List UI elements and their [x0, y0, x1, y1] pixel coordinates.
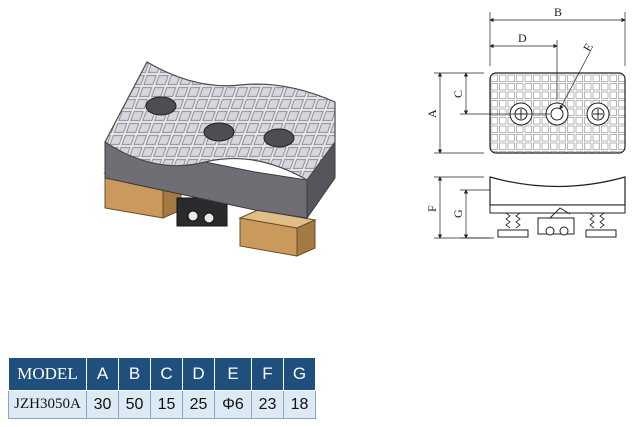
right-clamp	[238, 209, 317, 257]
header-e: E	[214, 357, 252, 391]
cell-e: Φ6	[214, 390, 252, 419]
table-row: JZH3050A 30 50 15 25 Φ6 23 18	[8, 390, 316, 419]
spec-table: MODEL A B C D E F G JZH3050A 30 50 15 25…	[8, 357, 316, 419]
spring-right	[589, 212, 605, 229]
header-d: D	[182, 357, 215, 391]
dim-label-a: A	[425, 109, 439, 118]
cell-d: 25	[182, 390, 215, 419]
screw-right	[586, 102, 610, 126]
dim-label-b: B	[554, 5, 562, 19]
dim-label-g: G	[451, 209, 465, 218]
header-g: G	[283, 357, 316, 391]
technical-drawing: B D E A C F G	[425, 5, 626, 239]
dim-label-c: C	[451, 90, 465, 98]
dim-label-f: F	[425, 205, 439, 212]
table-header-row: MODEL A B C D E F G	[8, 357, 316, 391]
header-a: A	[86, 357, 119, 391]
product-render	[103, 61, 336, 257]
mounting-holes	[145, 96, 295, 148]
side-view	[489, 176, 626, 238]
spring-left	[505, 212, 521, 229]
cell-g: 18	[283, 390, 316, 419]
latch-side	[537, 217, 575, 235]
header-b: B	[118, 357, 151, 391]
header-c: C	[150, 357, 183, 391]
dim-label-d: D	[518, 31, 527, 45]
saddle-top-surface	[104, 61, 336, 181]
header-f: F	[251, 357, 284, 391]
cell-f: 23	[251, 390, 284, 419]
cell-a: 30	[86, 390, 119, 419]
cell-b: 50	[118, 390, 151, 419]
header-model: MODEL	[8, 357, 87, 391]
dim-label-e: E	[580, 41, 596, 54]
cell-model: JZH3050A	[8, 390, 87, 419]
top-view	[489, 72, 626, 154]
cell-c: 15	[150, 390, 183, 419]
